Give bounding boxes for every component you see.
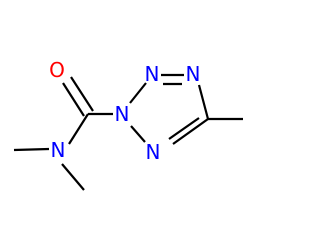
bond-carbonyl-co-2 [70, 76, 94, 112]
atom-n3-tetrazole: N [186, 62, 201, 86]
atom-o-carbonyl: O [49, 58, 65, 82]
bond-amide-n-methyl-left [13, 147, 50, 152]
bond-c5-n4-2 [168, 117, 200, 140]
atom-n-amide: N [51, 138, 66, 162]
bond-n3-c5 [197, 84, 210, 120]
atom-n1-tetrazole: N [115, 102, 130, 126]
bond-c5-n4-1 [172, 118, 209, 145]
bond-carbonyl-c-amide-n [68, 113, 89, 145]
bond-carbonyl-co-1 [62, 82, 85, 117]
atom-labels: O N N N N N [49, 58, 200, 164]
bond-n1-n2 [129, 82, 147, 104]
bond-amide-n-methyl-down [61, 163, 85, 191]
bond-n4-n1 [130, 125, 146, 143]
atom-n2-tetrazole: N [145, 62, 160, 86]
bonds [13, 73, 243, 191]
atom-n4-tetrazole: N [146, 140, 161, 164]
molecule-structure-diagram: O N N N N N [13, 58, 243, 191]
